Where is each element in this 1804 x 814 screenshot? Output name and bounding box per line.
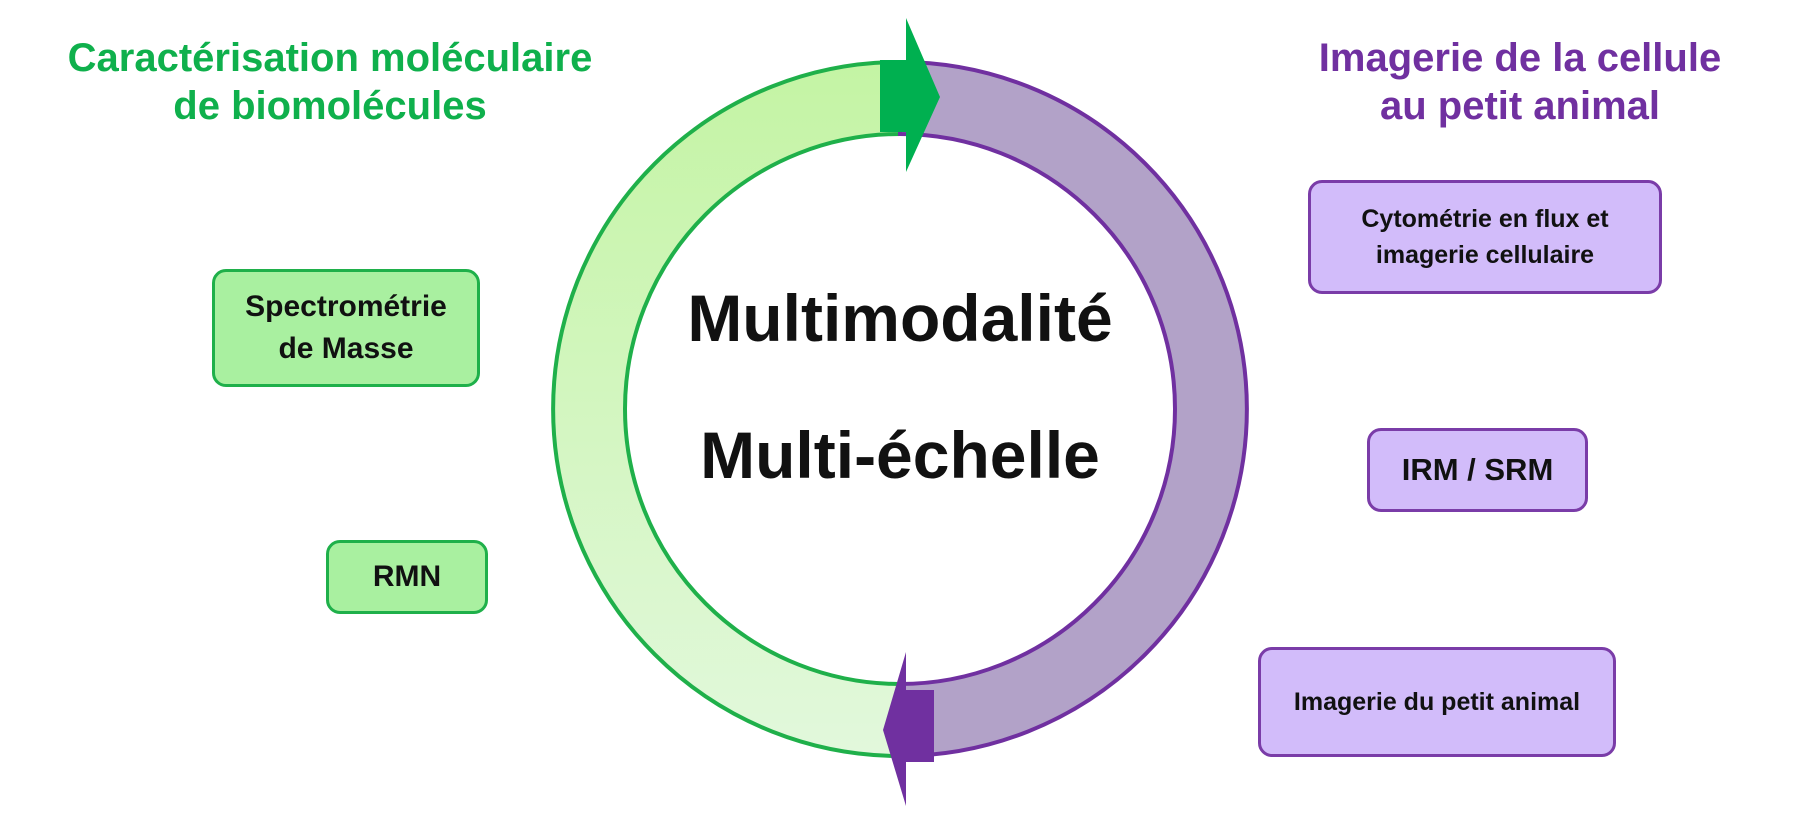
center-title-multimodalite: Multimodalité [687,281,1113,355]
box-irm-srm: IRM / SRM [1367,428,1588,512]
box-imagerie-petit-animal: Imagerie du petit animal [1258,647,1616,757]
box-label: Spectrométrie de Masse [245,290,447,365]
box-label: RMN [372,560,442,593]
box-label: IRM / SRM [1401,452,1554,487]
green-cycle-arc [551,59,902,759]
box-label: Cytométrie en flux et imagerie cellulair… [1361,205,1609,269]
right-heading: Imagerie de la cellule au petit animal [1318,36,1722,128]
box-rmn: RMN [326,540,488,614]
bottom-arrow-head [883,652,934,806]
top-arrow-head [880,18,940,172]
left-heading: Caractérisation moléculaire de biomolécu… [67,36,593,128]
purple-cycle-arc [898,59,1249,759]
center-title-multi-echelle: Multi-échelle [700,418,1100,492]
box-cytometrie: Cytométrie en flux et imagerie cellulair… [1308,180,1662,294]
box-spectrometrie-de-masse: Spectrométrie de Masse [212,269,480,387]
box-label: Imagerie du petit animal [1293,687,1581,716]
